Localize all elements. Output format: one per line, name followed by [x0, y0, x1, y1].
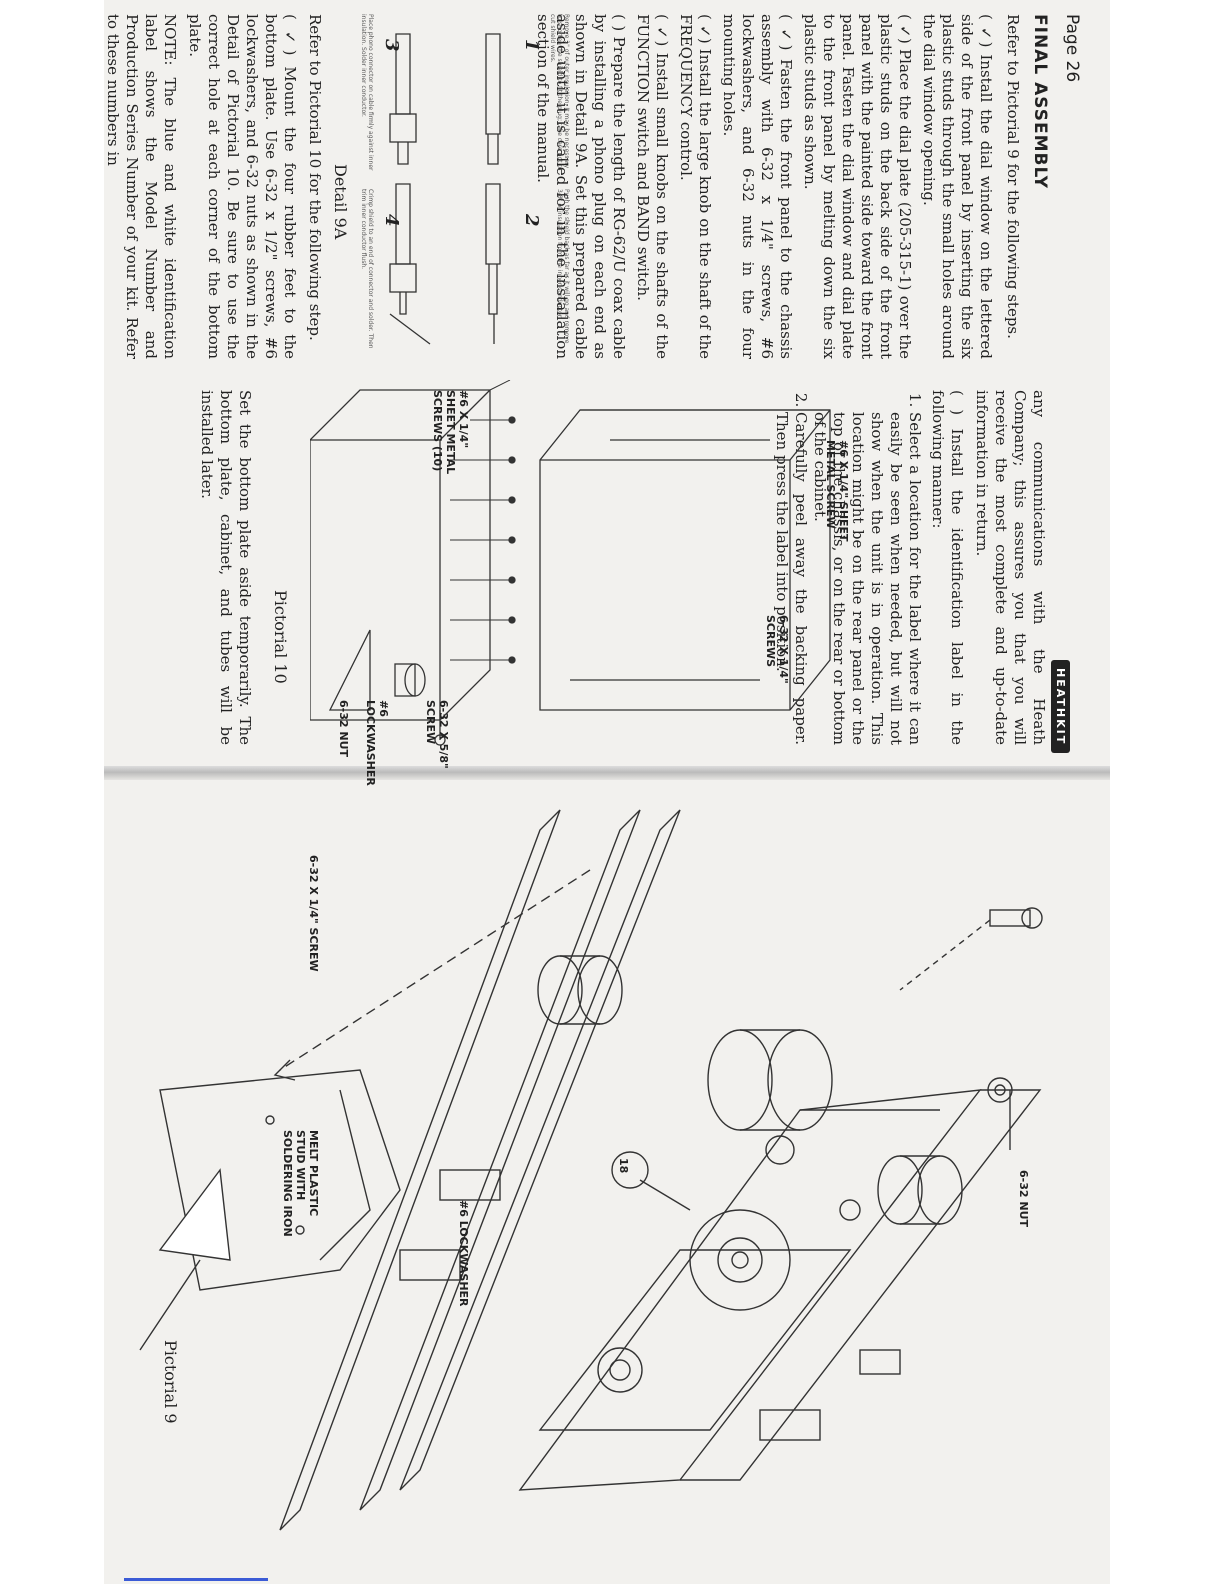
label-p9-lockwasher: #6 LOCKWASHER — [457, 1200, 470, 1307]
label-sheet-metal-screw: #6 X 1/4" SHEET METAL SCREW — [824, 440, 850, 542]
continuation-text: any communications with the Heath Compan… — [973, 390, 1048, 745]
label-p9-nut: 6-32 NUT — [1017, 1170, 1030, 1227]
blue-underline — [124, 1578, 268, 1581]
rotated-content: Page 26 HEATHKIT FINAL ASSEMBLY Refer to… — [104, 0, 1110, 1584]
pictorial-10-drawing — [310, 380, 831, 746]
detail-9a: Remove 1" of outer insulation. It may be… — [270, 14, 570, 359]
note-label: NOTE: The blue and white identification … — [104, 14, 179, 359]
brand-text: HEATHKIT — [1054, 668, 1067, 746]
detail-note-1: Remove 1" of outer insulation. It may be… — [549, 14, 570, 171]
pictorial-10-caption: Pictorial 10 — [271, 590, 290, 684]
heathkit-logo: HEATHKIT — [1051, 660, 1070, 754]
left-column-bottom: Refer to Pictorial 10 for the following … — [103, 14, 324, 359]
callout-number-18: 18 — [617, 1158, 630, 1174]
coax-cable-drawings — [389, 33, 501, 345]
page-margin — [0, 0, 104, 1584]
page-number: Page 26 — [1062, 14, 1082, 83]
step-front-panel: ( ✓) Fasten the front panel to the chass… — [720, 14, 795, 359]
label-nut: 6-32 NUT — [337, 700, 350, 757]
step-large-knob: ( ✓) Install the large knob on the shaft… — [677, 14, 714, 359]
detail-note-3: Place phono connector on cable firmly ag… — [360, 14, 374, 171]
detail-number-3: 3 — [381, 39, 402, 52]
intro-text: Refer to Pictorial 9 for the following s… — [1004, 14, 1022, 339]
detail-caption: Detail 9A — [331, 164, 350, 240]
label-p9-screw: 6-32 X 1/4" SCREW — [307, 855, 320, 972]
page-fold — [104, 766, 1110, 780]
set-aside-text: Set the bottom plate aside temporarily. … — [198, 390, 254, 745]
label-lockwasher: #6 LOCKWASHER — [364, 700, 390, 786]
section-heading: FINAL ASSEMBLY — [1030, 14, 1050, 189]
scanned-spread — [104, 0, 1110, 1584]
step-rubber-feet: ( ✓) Mount the four rubber feet to the b… — [186, 14, 299, 359]
pictorial-9-drawing — [139, 809, 1043, 1531]
detail-note-4: Crimp shield to an end of connector and … — [360, 189, 374, 349]
label-sheet-metal-screws-10: #6 X 1/4" SHEET METAL SCREWS (10) — [431, 390, 470, 475]
step-dial-window: ( ✓) Install the dial window on the lett… — [920, 14, 995, 359]
detail-number-4: 4 — [381, 214, 402, 227]
label-melt-plastic-stud: MELT PLASTIC STUD WITH SOLDERING IRON — [281, 1130, 320, 1237]
label-foot-screw: 6-32 X 5/8" SCREW — [424, 700, 450, 769]
pictorial-9-caption: Pictorial 9 — [161, 1340, 180, 1424]
label-screws: 6-32 X 1/4" SCREWS — [764, 615, 790, 684]
detail-note-2: Push the shield back as far as it will g… — [556, 189, 570, 344]
step-dial-plate: ( ✓) Place the dial plate (205-315-1) ov… — [801, 14, 914, 359]
step-small-knobs: ( ✓) Install small knobs on the shafts o… — [634, 14, 671, 359]
refer-pictorial-10: Refer to Pictorial 10 for the following … — [306, 14, 324, 341]
step-id-label: ( ) Install the identification label in … — [929, 390, 966, 745]
